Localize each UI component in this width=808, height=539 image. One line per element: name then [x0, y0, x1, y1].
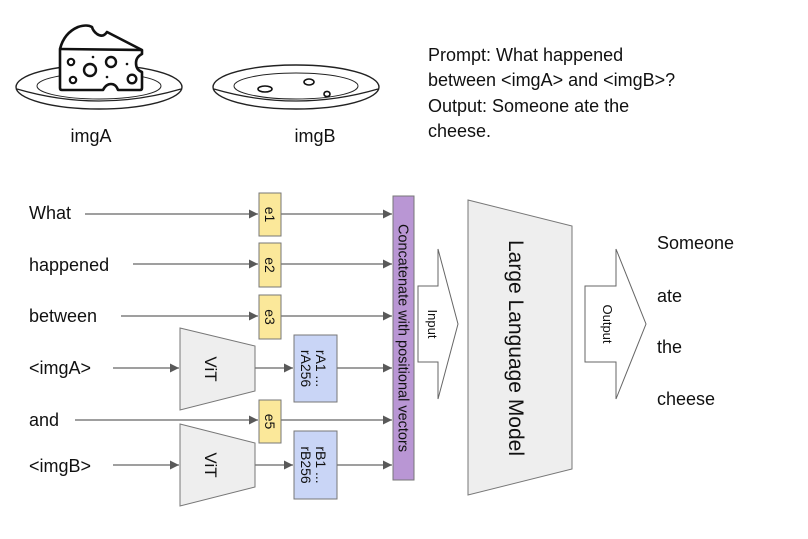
input-arrow-label: Input	[425, 310, 440, 339]
cheese-icon	[58, 24, 144, 92]
image-b-tokens-line-2: rB256	[298, 446, 314, 484]
embedding-e5-label: e5	[262, 414, 278, 430]
output-words: Someone ate the cheese	[657, 233, 734, 409]
image-b-tokens: rB1 ... rB256	[293, 430, 338, 500]
vit-encoder-b: ViT	[179, 423, 256, 507]
prompt-caption: Prompt: What happened between <imgA> and…	[428, 45, 675, 141]
token-between: between	[29, 306, 97, 326]
token-what: What	[29, 203, 71, 223]
large-language-model-block: Large Language Model	[467, 199, 573, 496]
image-a-tokens-line-2: rA256	[298, 350, 314, 388]
caption-line-2: between <imgA> and <imgB>?	[428, 70, 675, 90]
image-a-tokens-line-1: rA1 ...	[313, 350, 329, 387]
image-a-tokens: rA1 ... rA256	[293, 334, 338, 403]
embedding-e3: e3	[258, 294, 282, 340]
output-word-ate: ate	[657, 286, 682, 306]
output-word-cheese: cheese	[657, 389, 715, 409]
image-b-label: imgB	[294, 126, 335, 146]
token-happened: happened	[29, 255, 109, 275]
output-arrow-label: Output	[600, 304, 615, 343]
output-word-the: the	[657, 337, 682, 357]
plate-with-cheese-illustration	[15, 24, 183, 110]
embedding-e2-label: e2	[262, 257, 278, 273]
token-and: and	[29, 410, 59, 430]
concat-positional-block: Concatenate with positional vectors	[392, 195, 415, 481]
vit-encoder-a: ViT	[179, 327, 256, 411]
token-img-b: <imgB>	[29, 456, 91, 476]
caption-line-4: cheese.	[428, 121, 491, 141]
caption-line-3: Output: Someone ate the	[428, 96, 629, 116]
crumbs-icon	[257, 78, 331, 98]
vit-encoder-b-label: ViT	[201, 452, 220, 477]
caption-line-1: Prompt: What happened	[428, 45, 623, 65]
concat-positional-label: Concatenate with positional vectors	[395, 224, 411, 452]
token-arrows	[75, 209, 392, 470]
embedding-e3-label: e3	[262, 309, 278, 325]
empty-plate-illustration	[212, 64, 380, 110]
output-word-someone: Someone	[657, 233, 734, 253]
image-a-label: imgA	[70, 126, 111, 146]
large-language-model-label: Large Language Model	[504, 240, 527, 456]
token-img-a: <imgA>	[29, 358, 91, 378]
output-arrow: Output	[584, 248, 647, 400]
embedding-e5: e5	[258, 399, 282, 444]
input-arrow: Input	[417, 248, 459, 400]
embedding-e1: e1	[258, 192, 282, 237]
vit-encoder-a-label: ViT	[201, 356, 220, 381]
plate-icon	[212, 64, 380, 110]
embedding-e2: e2	[258, 242, 282, 288]
image-b-tokens-line-1: rB1 ...	[313, 446, 329, 483]
embedding-e1-label: e1	[262, 207, 278, 223]
input-tokens: What happened between <imgA> and <imgB>	[29, 203, 109, 476]
